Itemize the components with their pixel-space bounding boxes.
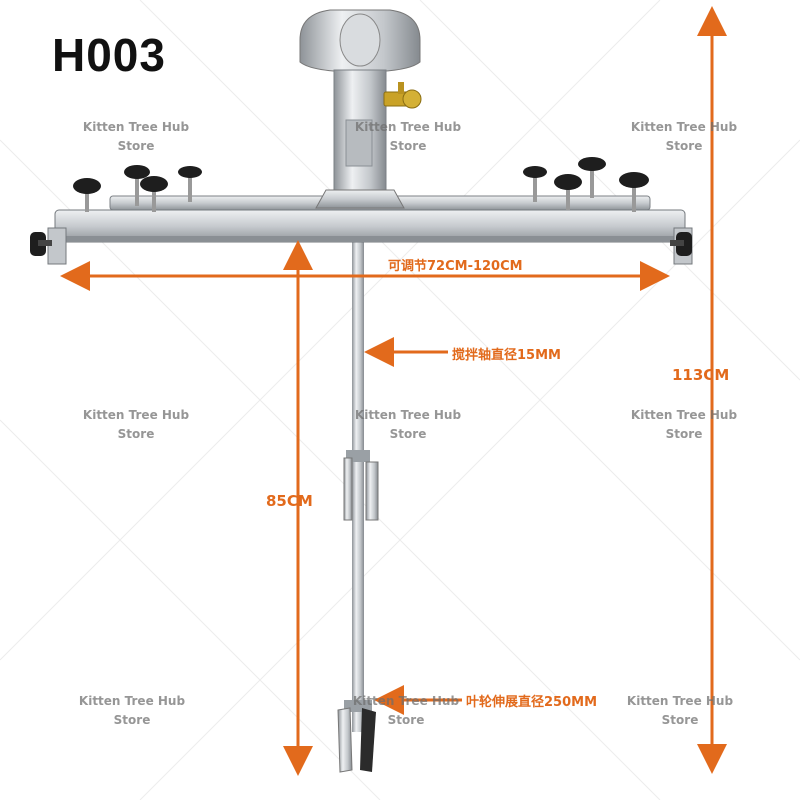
stirring-shaft bbox=[352, 212, 364, 732]
air-valve-icon bbox=[383, 82, 422, 109]
knob-icon bbox=[619, 172, 649, 212]
dimension-lines bbox=[60, 5, 727, 776]
knob-icon bbox=[578, 157, 606, 198]
model-number: H003 bbox=[52, 29, 166, 81]
crossbar-frame bbox=[47, 195, 693, 265]
shaft-length-label: 85CM bbox=[266, 492, 313, 510]
width-range-label: 可调节72CM-120CM bbox=[388, 259, 523, 274]
clamp-knobs bbox=[30, 157, 692, 256]
knob-icon bbox=[523, 166, 547, 202]
shaft-diameter-label: 搅拌轴直径15MM bbox=[452, 348, 561, 363]
end-knob-icon bbox=[670, 232, 692, 256]
knob-icon bbox=[124, 165, 150, 206]
impeller-span-label: 叶轮伸展直径250MM bbox=[466, 695, 598, 710]
impeller-lower bbox=[337, 700, 376, 773]
knob-icon bbox=[140, 176, 168, 212]
impeller-upper bbox=[343, 450, 379, 521]
total-height-label: 113CM bbox=[672, 366, 730, 384]
air-motor bbox=[299, 9, 422, 209]
knob-icon bbox=[178, 166, 202, 202]
knob-icon bbox=[73, 178, 101, 212]
knob-icon bbox=[554, 174, 582, 210]
end-knob-icon bbox=[30, 232, 52, 256]
